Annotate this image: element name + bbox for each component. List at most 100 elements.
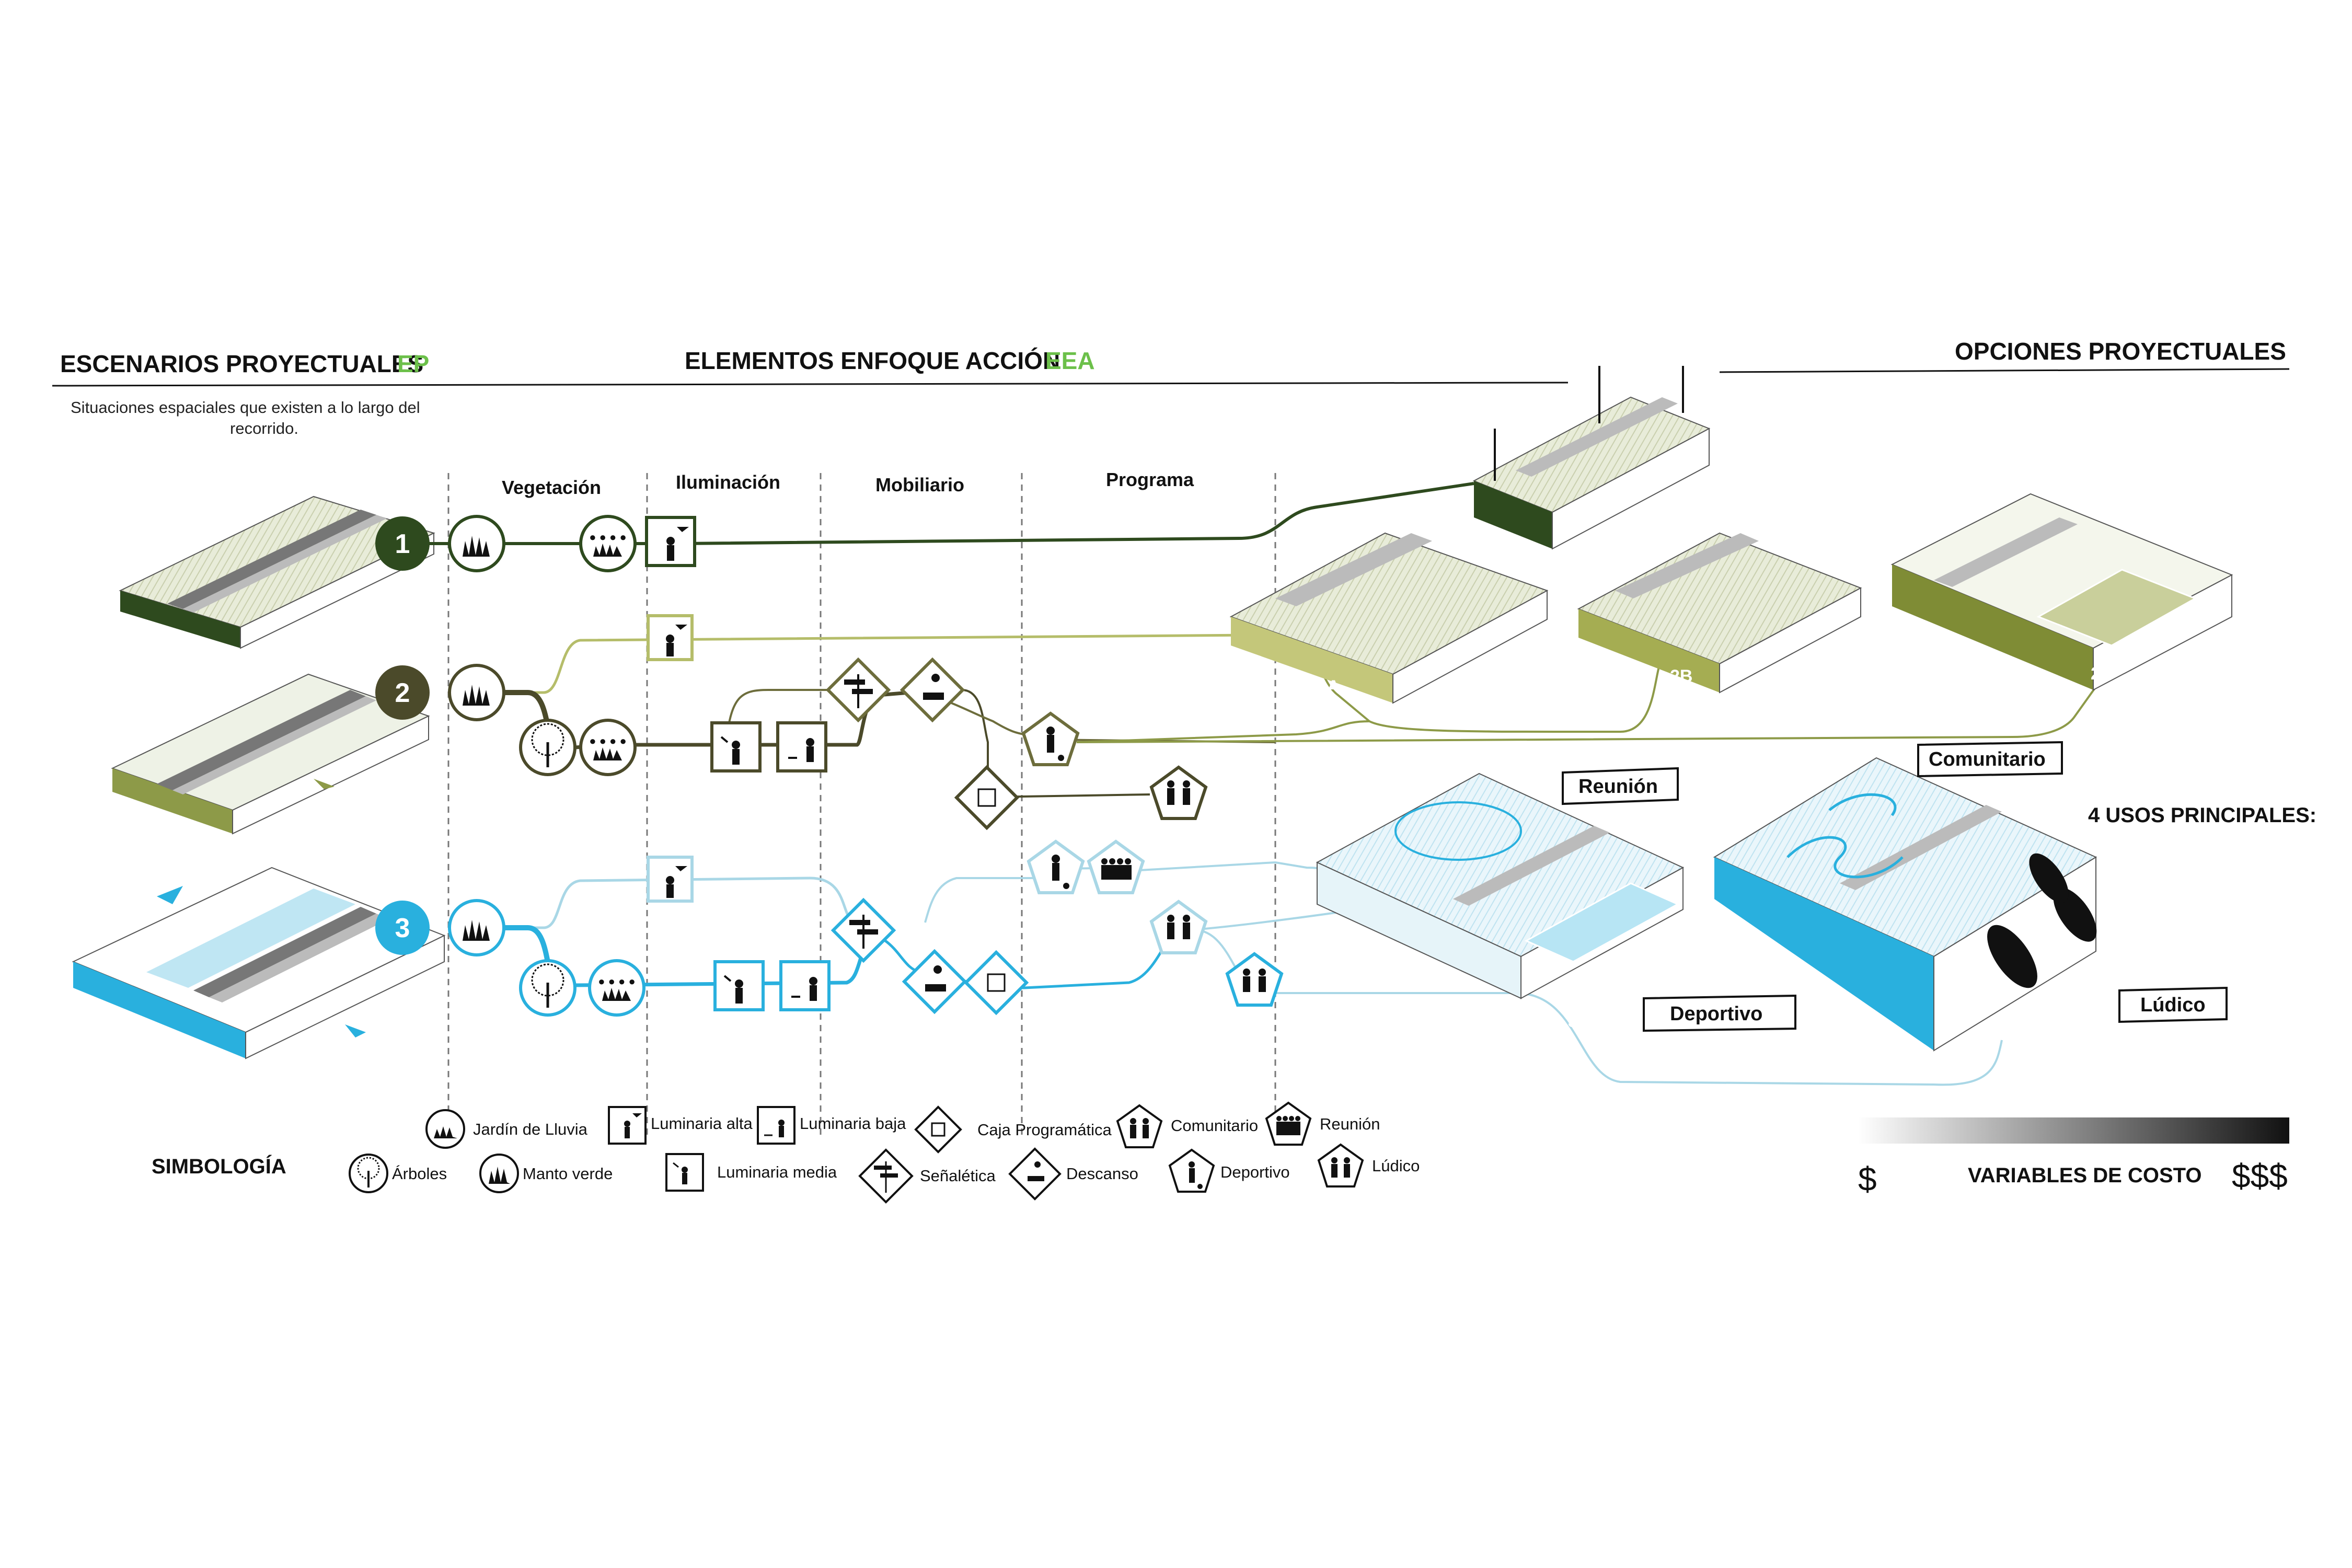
legend: SIMBOLOGÍA Jardín de Lluvia Árboles Mant… [152,1101,1420,1204]
row2-luminaria-media-icon [710,721,762,773]
svg-text:● ● ● ●: ● ● ● ● [598,975,636,988]
header-rule-right [1719,368,2290,373]
scenario-block-2 [111,673,430,835]
row3-manto-verde-icon [448,899,505,956]
header-center: ELEMENTOS ENFOQUE ACCIÓN EEA [685,347,1095,374]
option-2c-label: 2C [2091,664,2113,684]
option-block-2a: 2A [1229,532,1549,704]
left-title: ESCENARIOS PROYECTUALES [60,350,423,377]
row3-descanso-icon [902,949,967,1014]
legend-senaletica-icon [858,1148,914,1204]
legend-reunion-icon [1265,1101,1312,1146]
legend-luminaria-baja-label: Luminaria baja [800,1114,906,1133]
option-block-1 [1472,366,1711,550]
column-mobiliario: Mobiliario [875,474,964,495]
scenario-block-3 [72,867,446,1059]
row3-jardin-lluvia-icon: ● ● ● ● [588,959,645,1017]
option-3b-label: 3B [2017,1024,2040,1044]
row2-arboles-icon [519,719,577,776]
legend-descanso-icon [1008,1147,1062,1201]
legend-jardin-lluvia-icon [425,1109,465,1149]
legend-caja-programatica-label: Caja Programática [977,1121,1112,1139]
usos-principales-label: 4 USOS PRINCIPALES: [2088,804,2316,827]
scenario-block-1 [119,495,435,649]
cost-scale: $ VARIABLES DE COSTO $$$ [1858,1117,2289,1198]
legend-manto-verde-icon [479,1154,519,1193]
left-code: EP [397,350,429,377]
row2-senaletica-icon [825,657,891,723]
legend-comunitario-label: Comunitario [1171,1116,1258,1135]
column-vegetacion: Vegetación [502,477,601,498]
column-labels: Vegetación Iluminación Mobiliario Progra… [502,469,1194,498]
row2-caja-programatica-icon [954,765,1020,831]
legend-jardin-lluvia-label: Jardín de Lluvia [473,1120,588,1138]
legend-ludico-icon [1317,1143,1364,1187]
legend-comunitario-icon [1116,1104,1163,1148]
row3-deportivo-icon [1027,839,1085,894]
option-block-2c: 2C [1890,493,2233,691]
row2-comunitario-icon [1149,765,1208,820]
legend-reunion-label: Reunión [1320,1115,1380,1133]
cost-scale-label: VARIABLES DE COSTO [1968,1164,2201,1187]
legend-ludico-label: Lúdico [1372,1157,1420,1175]
row3-comunitario-icon [1149,900,1208,954]
row2-jardin-lluvia-icon: ● ● ● ● [579,719,637,776]
tag-comunitario: Comunitario [1917,741,2063,778]
cost-high-label: $$$ [2232,1157,2288,1195]
option-block-3a: 3A [1316,773,1685,1031]
legend-luminaria-media-label: Luminaria media [717,1163,837,1181]
column-iluminacion: Iluminación [676,471,780,493]
legend-luminaria-alta-icon [608,1106,647,1145]
option-3a-label: 3A [1568,1011,1590,1031]
option-2a-label: 2A [1317,677,1340,697]
cost-low-label: $ [1858,1160,1877,1198]
row3-reunion-icon [1087,839,1145,894]
right-title: OPCIONES PROYECTUALES [1955,338,2286,365]
row3-arboles-icon [519,959,577,1017]
scenario-number-3-label: 3 [395,913,410,943]
tag-ludico-text: Lúdico [2140,994,2206,1016]
tag-reunion-text: Reunión [1578,776,1658,798]
row1-jardin-lluvia-icon: ● ● ● ● [579,515,637,572]
row1-luminaria-alta-icon [645,516,696,567]
svg-text:● ● ● ●: ● ● ● ● [589,734,627,747]
row2-luminaria-baja-icon [776,721,827,773]
row3-ludico-icon [1225,952,1284,1007]
scenario-number-1[interactable]: 1 [375,516,430,571]
scenario-number-1-label: 1 [395,529,410,559]
center-title: ELEMENTOS ENFOQUE ACCIÓN [685,347,1060,374]
legend-senaletica-label: Señalética [920,1167,996,1185]
legend-luminaria-media-icon [665,1153,704,1192]
scenario-number-2-label: 2 [395,678,410,708]
legend-luminaria-baja-icon [757,1106,795,1145]
header-left: ESCENARIOS PROYECTUALES EP Situaciones e… [60,350,429,437]
scenario-number-3[interactable]: 3 [375,901,430,955]
legend-manto-verde-label: Manto verde [523,1165,613,1183]
center-code: EEA [1045,347,1095,374]
tag-ludico: Lúdico [2118,986,2228,1023]
cost-gradient-bar [1858,1117,2289,1144]
legend-caja-programatica-icon [914,1105,962,1154]
legend-arboles-icon [349,1154,388,1193]
row3-luminaria-alta-icon [647,856,694,903]
tag-comunitario-text: Comunitario [1929,748,2046,770]
tag-reunion: Reunión [1562,767,1679,805]
column-programa: Programa [1106,469,1194,490]
row2-descanso-icon [900,657,965,723]
row3-caja-programatica-icon [963,950,1029,1016]
row3-luminaria-baja-icon [779,960,831,1011]
option-2b-label: 2B [1670,666,1692,686]
tag-deportivo-text: Deportivo [1670,1003,1762,1025]
row3-senaletica-icon [831,897,896,963]
option-block-3b: 3B [1713,757,2097,1052]
header-right: OPCIONES PROYECTUALES [1955,338,2286,365]
row2-luminaria-alta-icon [647,614,694,661]
row2-manto-verde-icon [448,664,505,721]
svg-text:● ● ● ●: ● ● ● ● [589,531,627,544]
legend-luminaria-alta-label: Luminaria alta [651,1114,753,1133]
legend-arboles-label: Árboles [392,1165,447,1183]
option-block-2b: 2B [1577,532,1862,694]
scenario-number-2[interactable]: 2 [375,665,430,720]
